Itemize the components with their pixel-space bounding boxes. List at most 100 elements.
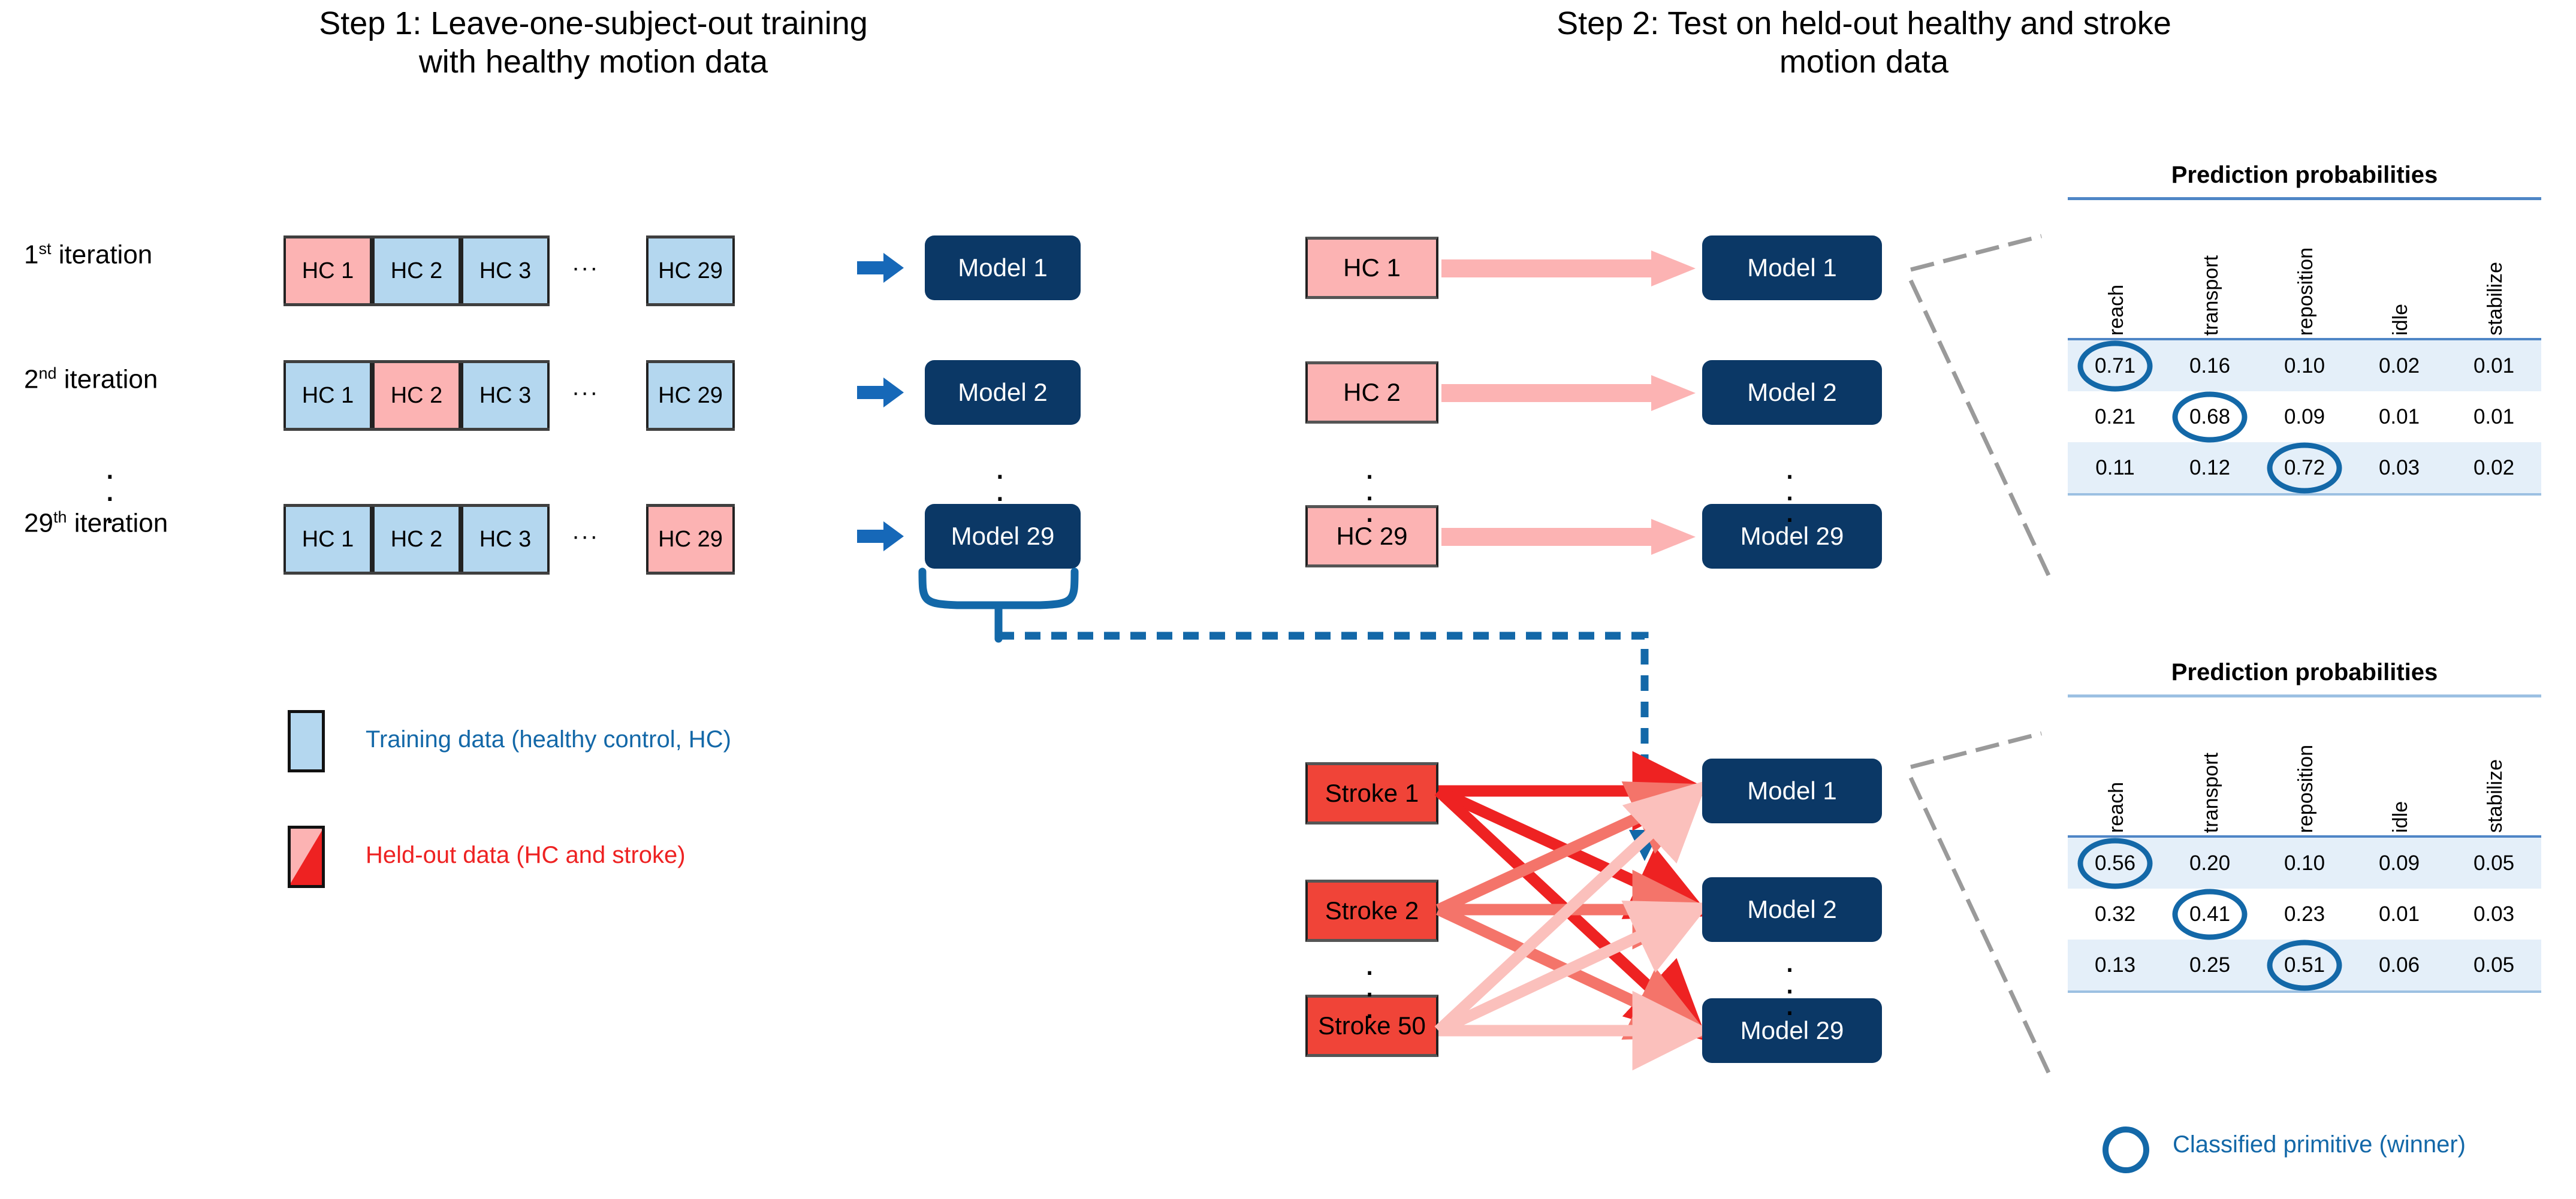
train-arrow-1: [857, 253, 904, 283]
winner-legend-circle-icon: [2103, 1126, 2149, 1173]
prob-cell: 0.09: [2378, 851, 2420, 875]
column-header-transport: transport: [2200, 255, 2222, 336]
test-input-stroke-2[interactable]: Stroke 2: [1305, 880, 1438, 942]
step2-title-line2: motion data: [1779, 43, 1949, 80]
models-brace: [918, 567, 1079, 643]
table-rule-mid: [2068, 835, 2541, 838]
callout-lines-table-2: [1908, 731, 2051, 1074]
prediction-table-1-header: reach transport reposition idle stabiliz…: [2068, 200, 2541, 338]
hc-cell[interactable]: HC 2: [372, 363, 461, 428]
winner-legend-label: Classified primitive (winner): [2173, 1131, 2466, 1158]
hc-cell[interactable]: HC 3: [461, 363, 550, 428]
hc-model-vdots: ...: [1785, 448, 1795, 530]
test-arrow-hc-1: [1441, 250, 1696, 286]
test-input-stroke-1[interactable]: Stroke 1: [1305, 762, 1438, 824]
iteration-label-2-num: 2: [24, 364, 39, 394]
table-row: 0.56 0.20 0.10 0.09 0.05: [2068, 838, 2541, 889]
prob-cell: 0.41: [2162, 889, 2257, 940]
column-header-stabilize: stabilize: [2484, 262, 2506, 336]
prediction-table-2-header: reach transport reposition idle stabiliz…: [2068, 697, 2541, 835]
strip-ellipsis: ∙∙∙: [572, 255, 600, 281]
column-header-idle: idle: [2389, 304, 2412, 336]
training-strip-1: HC 1 HC 2 HC 3: [283, 235, 550, 306]
iteration-label-2: 2nd iteration: [24, 364, 158, 395]
step1-title-line2: with healthy motion data: [418, 43, 768, 80]
prob-cell: 0.03: [2378, 455, 2420, 479]
training-strip-last-29: HC 29: [646, 504, 735, 575]
stroke-input-vdots: ...: [1365, 944, 1375, 1026]
hc-cell[interactable]: HC 2: [372, 507, 461, 572]
prob-cell: 0.09: [2284, 404, 2325, 428]
table-rule-bottom: [2068, 493, 2541, 496]
hc-cell-last[interactable]: HC 29: [646, 363, 735, 428]
test-arrow-hc-29: [1441, 519, 1696, 555]
training-strip-last-1: HC 29: [646, 235, 735, 306]
iteration-label-29-num: 29: [24, 508, 53, 538]
hc-cell[interactable]: HC 1: [283, 238, 372, 303]
train-arrow-29: [857, 521, 904, 551]
model-box-2[interactable]: Model 2: [925, 360, 1081, 425]
train-arrow-2: [857, 377, 904, 407]
iteration-label-29-rest: iteration: [67, 508, 168, 538]
column-header-reach: reach: [2105, 781, 2128, 833]
table-rule-top: [2068, 197, 2541, 200]
iteration-label-2-rest: iteration: [56, 364, 158, 394]
prob-cell: 0.05: [2473, 953, 2515, 977]
hc-cell[interactable]: HC 3: [461, 507, 550, 572]
legend-label-training: Training data (healthy control, HC): [366, 726, 731, 753]
table-rule-bottom: [2068, 990, 2541, 993]
stroke-model-1[interactable]: Model 1: [1702, 759, 1882, 823]
stroke-model-connections: [1434, 751, 1712, 1071]
prob-cell: 0.68: [2162, 391, 2257, 442]
test-model-hc-29[interactable]: Model 29: [1702, 504, 1882, 569]
prob-cell: 0.03: [2473, 902, 2515, 926]
prob-cell: 0.01: [2378, 404, 2420, 428]
iteration-label-1-num: 1: [24, 240, 39, 270]
winner-circle-icon: [2267, 442, 2342, 493]
prob-cell: 0.10: [2284, 354, 2325, 377]
prob-cell: 0.11: [2095, 455, 2135, 479]
hc-cell[interactable]: HC 2: [372, 238, 461, 303]
step2-title: Step 2: Test on held-out healthy and str…: [1355, 5, 2373, 81]
column-header-reposition: reposition: [2294, 744, 2317, 833]
test-input-hc-29[interactable]: HC 29: [1305, 505, 1438, 567]
test-model-hc-1[interactable]: Model 1: [1702, 235, 1882, 300]
prob-cell: 0.20: [2189, 851, 2231, 875]
prediction-table-1: Prediction probabilities reach transport…: [2068, 162, 2541, 496]
stroke-model-2[interactable]: Model 2: [1702, 877, 1882, 942]
winner-circle-icon: [2077, 340, 2153, 391]
strip-ellipsis: ∙∙∙: [572, 379, 600, 406]
hc-cell[interactable]: HC 3: [461, 238, 550, 303]
callout-lines-table-1: [1908, 234, 2051, 576]
hc-cell[interactable]: HC 1: [283, 507, 372, 572]
winner-circle-icon: [2267, 940, 2342, 990]
iteration-label-2-sup: nd: [38, 364, 57, 382]
prob-cell: 0.10: [2284, 851, 2325, 875]
model-box-1[interactable]: Model 1: [925, 235, 1081, 300]
step1-title: Step 1: Leave-one-subject-out training w…: [84, 5, 1103, 81]
test-input-hc-2[interactable]: HC 2: [1305, 361, 1438, 424]
hc-cell-last[interactable]: HC 29: [646, 507, 735, 572]
hc-cell[interactable]: HC 1: [283, 363, 372, 428]
training-strip-2: HC 1 HC 2 HC 3: [283, 360, 550, 431]
training-strip-29: HC 1 HC 2 HC 3: [283, 504, 550, 575]
table-row: 0.21 0.68 0.09 0.01 0.01: [2068, 391, 2541, 442]
prob-cell: 0.23: [2284, 902, 2325, 926]
legend-label-heldout: Held-out data (HC and stroke): [366, 842, 686, 868]
model-box-29[interactable]: Model 29: [925, 504, 1081, 569]
column-header-transport: transport: [2200, 752, 2222, 833]
table-row: 0.11 0.12 0.72 0.03 0.02: [2068, 442, 2541, 493]
prob-cell: 0.06: [2378, 953, 2420, 977]
winner-circle-icon: [2172, 889, 2248, 940]
prob-cell: 0.51: [2257, 940, 2352, 990]
table-rule-mid: [2068, 338, 2541, 340]
test-input-stroke-50[interactable]: Stroke 50: [1305, 995, 1438, 1057]
test-input-hc-1[interactable]: HC 1: [1305, 237, 1438, 299]
prediction-table-2-title: Prediction probabilities: [2171, 659, 2438, 685]
prob-cell: 0.32: [2094, 902, 2136, 926]
stroke-model-29[interactable]: Model 29: [1702, 998, 1882, 1063]
test-model-hc-2[interactable]: Model 2: [1702, 360, 1882, 425]
prob-cell: 0.72: [2257, 442, 2352, 493]
hc-cell-last[interactable]: HC 29: [646, 238, 735, 303]
prob-cell: 0.71: [2068, 340, 2162, 391]
